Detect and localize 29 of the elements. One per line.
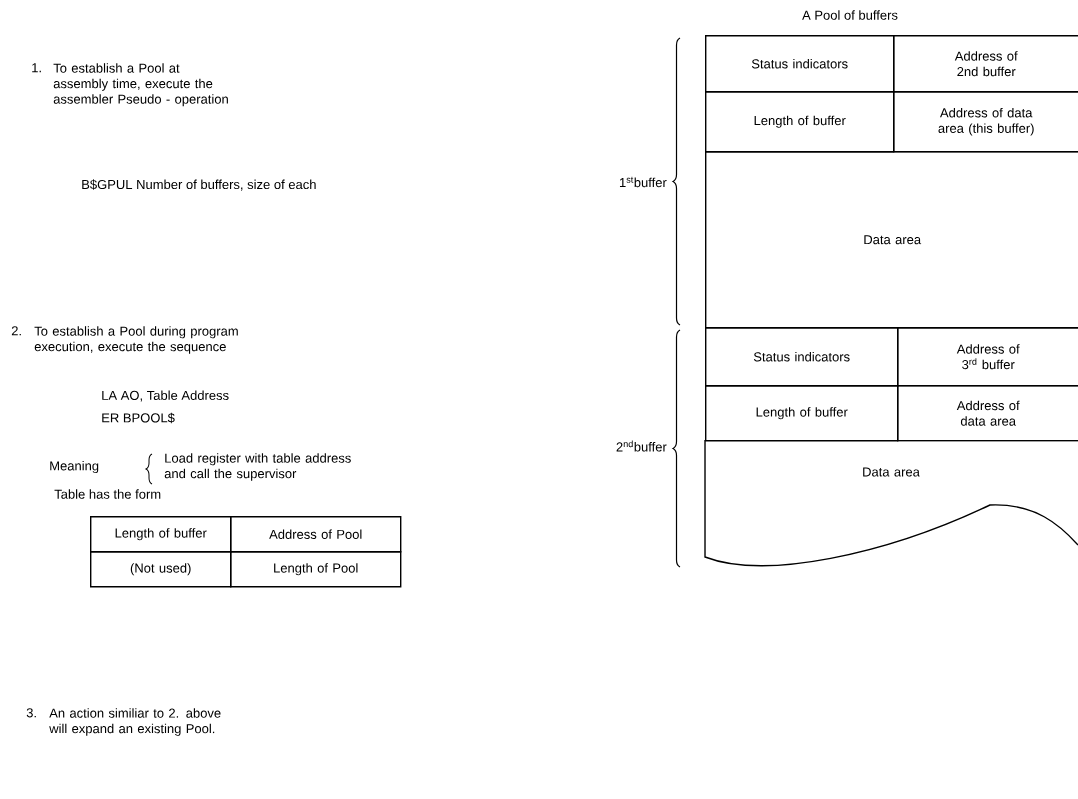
table-cell: Address of Pool: [230, 516, 402, 553]
table-cell: Length of buffer: [705, 385, 899, 442]
instruction-text: An action similiar to 2. above will expand an existing Pool.: [49, 708, 221, 736]
code-line: ER BPOOL$: [102, 412, 175, 424]
explanation-text: Load register with table address and call the supervisor: [164, 453, 351, 481]
code-line: B$GPUL Number of buffers, size of each: [82, 179, 316, 191]
code-line: LA AO, Table Address: [102, 390, 229, 402]
list-number: 2.: [11, 326, 21, 336]
table-cell: Length of Pool: [230, 551, 402, 588]
list-number: 1.: [32, 63, 41, 73]
table-cell: Length of buffer: [90, 516, 232, 553]
table-cell: Status indicators: [705, 35, 895, 93]
instruction-text: To establish a Pool during program execution, execute the sequence: [34, 326, 238, 354]
list-number: 3.: [26, 708, 36, 718]
data-area: Data area: [705, 151, 1078, 329]
table-cell: Length of buffer: [705, 91, 895, 153]
table-cell: Address of 2nd buffer: [893, 35, 1078, 93]
table-cell: Address of data area: [897, 385, 1078, 442]
caption-text: Table has the form: [54, 489, 161, 499]
data-area: Data area: [704, 439, 1078, 567]
heading-text: A Pool of buffers: [802, 10, 898, 20]
instruction-text: To establish a Pool at assembly time, execute the assembler Pseudo - operation: [53, 63, 228, 107]
table-cell: Status indicators: [705, 327, 899, 387]
brace-label: 1$^{st}$buffer: [620, 176, 667, 188]
table-cell: (Not used): [90, 551, 232, 588]
table-cell: Address of data area (this buffer): [893, 91, 1078, 153]
brace-label: 2$^{nd}$buffer: [616, 440, 667, 452]
meaning-label: Meaning: [50, 460, 99, 474]
table-cell: Address of 3$^{rd}$ buffer: [897, 327, 1078, 387]
